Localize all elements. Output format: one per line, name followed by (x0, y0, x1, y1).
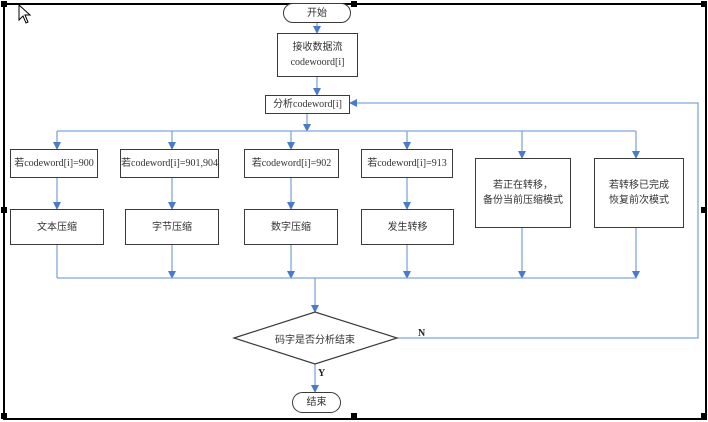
shift-label: 发生转移 (387, 221, 428, 233)
resize-handle-top-left[interactable] (1, 1, 7, 7)
decision-label: 码字是否分析结束 (275, 335, 355, 346)
resize-handle-middle-right[interactable] (701, 207, 707, 213)
restore-node[interactable]: 若转移已完成 恢复前次模式 (594, 158, 684, 228)
text-compression-label: 文本压缩 (37, 221, 77, 233)
cond-900-label: 若codeword[i]=900 (14, 158, 94, 169)
resize-handle-middle-left[interactable] (1, 207, 7, 213)
receive-label-line2: codewoord[i] (290, 57, 345, 68)
edge-decision-no-loop (349, 99, 699, 339)
cond-902-label: 若codeword[i]=902 (251, 158, 332, 169)
text-compression-node[interactable]: 文本压缩 (10, 209, 104, 245)
analyze-label: 分析codeword[i] (273, 99, 342, 110)
byte-compression-node[interactable]: 字节压缩 (125, 209, 219, 245)
restore-label-line2: 恢复前次模式 (609, 195, 669, 206)
numeric-compression-node[interactable]: 数字压缩 (244, 209, 338, 245)
byte-compression-label: 字节压缩 (152, 221, 192, 233)
cond-901-904-node[interactable]: 若codeword[i]=901,904 (120, 149, 219, 178)
edge-label-no: N (418, 328, 426, 339)
backup-label-line1: 若正在转移， (493, 180, 553, 191)
cond-902-node[interactable]: 若codeword[i]=902 (244, 149, 339, 178)
end-label: 结束 (306, 397, 327, 408)
cond-913-node[interactable]: 若codeword[i]=913 (361, 149, 453, 178)
edge-label-yes: Y (318, 368, 326, 379)
resize-handle-bottom-left[interactable] (1, 413, 7, 419)
shift-node[interactable]: 发生转移 (361, 209, 454, 245)
resize-handle-bottom-middle[interactable] (351, 413, 357, 419)
numeric-compression-label: 数字压缩 (271, 221, 311, 233)
start-node[interactable]: 开始 (283, 3, 351, 23)
backup-label-line2: 备份当前压缩模式 (483, 195, 563, 206)
cond-913-label: 若codeword[i]=913 (367, 158, 447, 169)
resize-handle-top-right[interactable] (701, 1, 707, 7)
decision-diamond[interactable] (232, 311, 399, 365)
resize-handle-bottom-right[interactable] (701, 413, 707, 419)
analyze-node[interactable]: 分析codeword[i] (265, 95, 350, 114)
end-node[interactable]: 结束 (292, 392, 341, 413)
backup-node[interactable]: 若正在转移， 备份当前压缩模式 (475, 158, 571, 228)
resize-handle-top-middle[interactable] (351, 1, 357, 7)
mouse-pointer-icon (18, 4, 32, 24)
cond-900-node[interactable]: 若codeword[i]=900 (10, 149, 98, 178)
receive-label-line1: 接收数据流 (292, 42, 343, 53)
restore-label-line1: 若转移已完成 (609, 180, 669, 191)
start-label: 开始 (307, 7, 327, 19)
receive-node[interactable]: 接收数据流 codewoord[i] (277, 33, 358, 77)
cond-901-904-label: 若codeword[i]=901,904 (121, 158, 219, 169)
